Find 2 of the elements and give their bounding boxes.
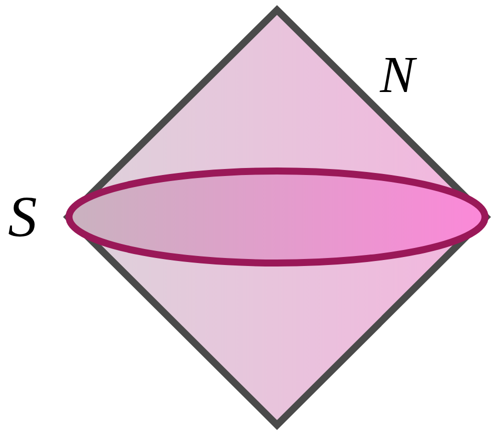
point-label: S (8, 188, 37, 246)
point-label: N (380, 50, 415, 102)
